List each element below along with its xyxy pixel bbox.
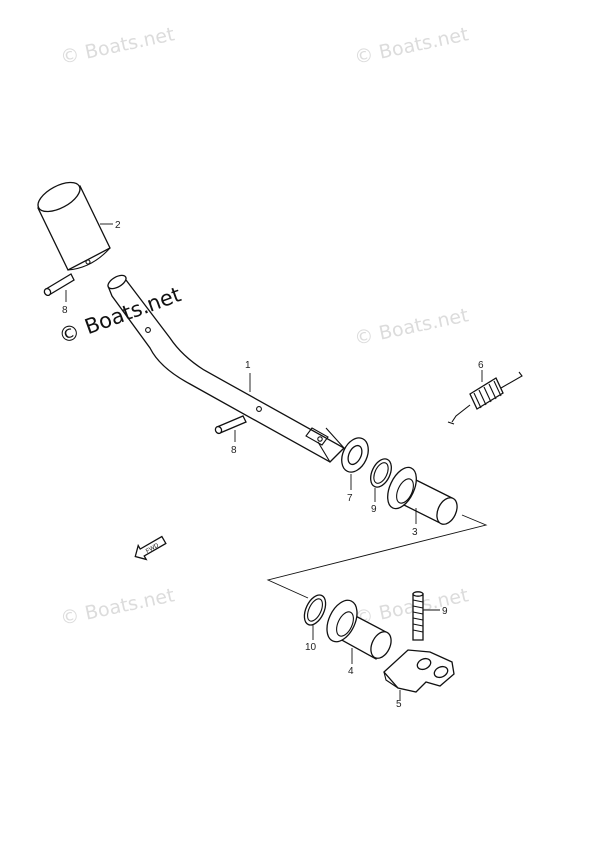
watermark-top-left: © Boats.net bbox=[58, 23, 176, 69]
callout-6[interactable]: 6 bbox=[478, 360, 484, 371]
part-pin-upper[interactable] bbox=[43, 273, 75, 297]
callout-9-lower[interactable]: 9 bbox=[442, 606, 448, 617]
callout-4[interactable]: 4 bbox=[348, 666, 354, 677]
callout-9-upper[interactable]: 9 bbox=[371, 504, 377, 515]
part-bushing-lower[interactable] bbox=[321, 596, 395, 662]
callout-3[interactable]: 3 bbox=[412, 527, 418, 538]
part-o-ring-upper[interactable] bbox=[367, 456, 396, 491]
leader-lines bbox=[65, 223, 483, 700]
callout-1[interactable]: 1 bbox=[245, 360, 251, 371]
watermark-mid-right: © Boats.net bbox=[352, 304, 470, 350]
part-spring[interactable] bbox=[447, 371, 523, 425]
part-grip-sleeve[interactable] bbox=[34, 176, 111, 271]
direction-arrow-icon: FWD bbox=[134, 535, 167, 561]
part-pin-lower[interactable] bbox=[214, 415, 247, 435]
watermark-bottom-left: © Boats.net bbox=[58, 584, 176, 630]
watermark-top-right: © Boats.net bbox=[352, 23, 470, 69]
part-spring-pin[interactable] bbox=[412, 591, 424, 641]
callout-2[interactable]: 2 bbox=[115, 220, 121, 231]
part-bracket[interactable] bbox=[383, 649, 455, 693]
callout-8-upper[interactable]: 8 bbox=[62, 305, 68, 316]
callout-5[interactable]: 5 bbox=[396, 699, 402, 710]
part-o-ring-lower[interactable] bbox=[300, 592, 330, 629]
part-washer[interactable] bbox=[337, 434, 374, 477]
part-bushing-upper[interactable] bbox=[382, 463, 461, 528]
callout-10[interactable]: 10 bbox=[305, 642, 317, 653]
part-lever-rod[interactable] bbox=[106, 273, 346, 463]
callout-8-lower[interactable]: 8 bbox=[231, 445, 237, 456]
callout-7[interactable]: 7 bbox=[347, 493, 353, 504]
assembly-line bbox=[266, 514, 488, 599]
